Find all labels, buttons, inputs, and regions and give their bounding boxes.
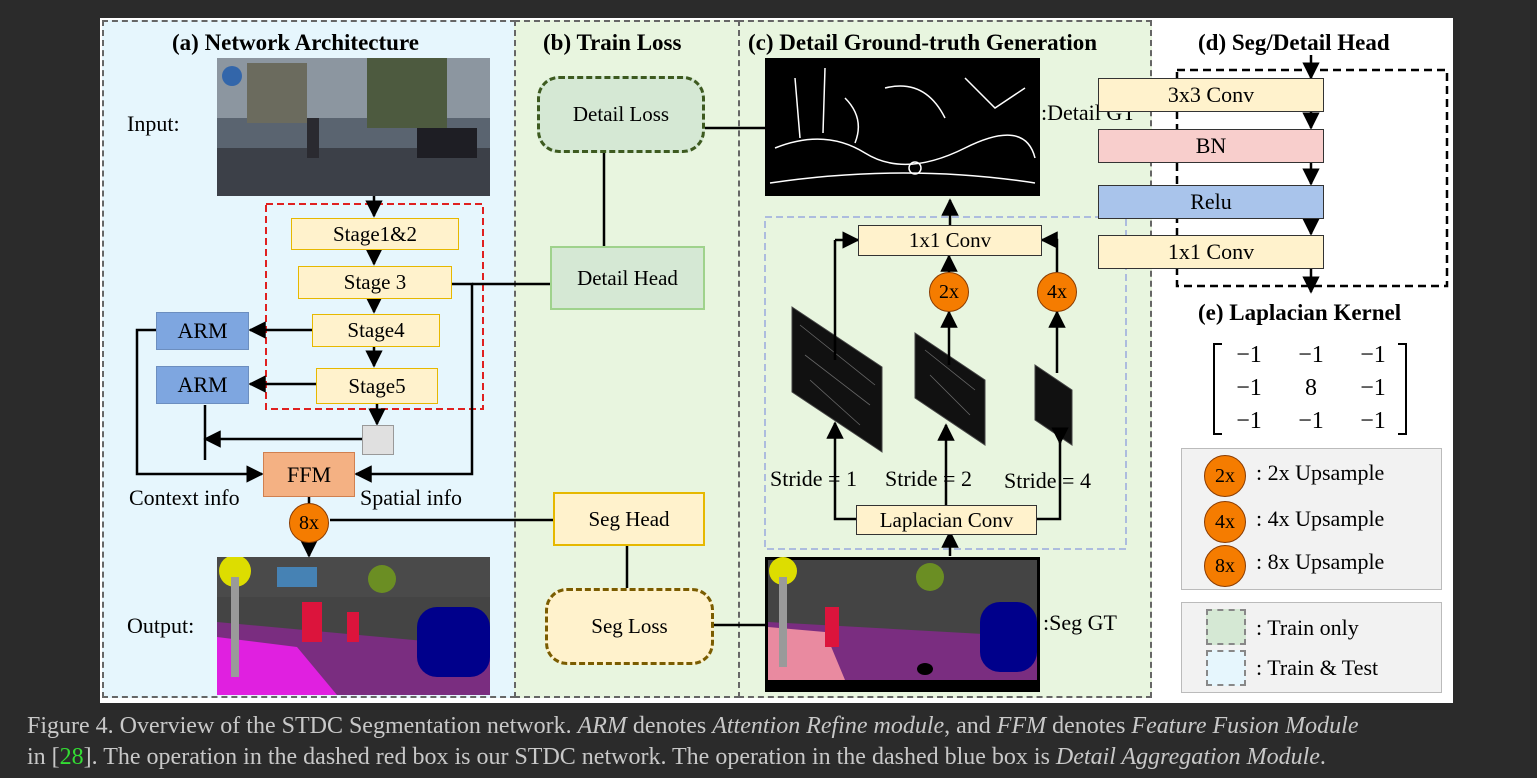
citation-link[interactable]: 28	[59, 744, 84, 770]
laplacian-conv-box: Laplacian Conv	[856, 505, 1037, 535]
output-segmentation-image	[217, 557, 490, 695]
panel-a-title: (a) Network Architecture	[172, 30, 419, 55]
head-relu-box: Relu	[1098, 185, 1324, 219]
head-conv1x1-box: 1x1 Conv	[1098, 235, 1324, 269]
ffm-block: FFM	[263, 452, 355, 497]
laplacian-kernel-matrix: −1 −1 −1 −1 8 −1 −1 −1 −1	[1213, 342, 1409, 434]
legend-2x-text: : 2x Upsample	[1256, 460, 1385, 485]
kernel-cell: −1	[1236, 375, 1262, 401]
caption-ffm: FFM	[996, 713, 1047, 739]
stride2-label: Stride = 2	[885, 466, 972, 491]
caption-text: Figure 4. Overview of the STDC Segmentat…	[27, 713, 578, 739]
seg-gt-label: :Seg GT	[1043, 610, 1117, 635]
caption-text: , and	[944, 713, 997, 739]
input-label: Input:	[127, 111, 180, 136]
kernel-cell: −1	[1360, 375, 1386, 401]
stage3-block: Stage 3	[298, 266, 452, 299]
legend-8x-text: : 8x Upsample	[1256, 549, 1385, 574]
output-label: Output:	[127, 613, 195, 638]
detail-gt-image	[765, 58, 1040, 196]
head-conv3x3-box: 3x3 Conv	[1098, 78, 1324, 112]
legend-2x-icon: 2x	[1204, 455, 1246, 497]
caption-arm: ARM	[577, 713, 627, 739]
spatial-info-label: Spatial info	[360, 485, 463, 510]
stride4-label: Stride = 4	[1004, 468, 1091, 493]
seg-head-box: Seg Head	[553, 492, 705, 546]
kernel-cell: −1	[1236, 408, 1262, 434]
stage5-block: Stage5	[316, 368, 438, 404]
global-pool-block	[362, 425, 394, 455]
legend-4x-text: : 4x Upsample	[1256, 506, 1385, 531]
context-info-label: Context info	[129, 485, 240, 510]
conv1x1-fuse-box: 1x1 Conv	[858, 225, 1042, 256]
legend-train-only-text: : Train only	[1256, 615, 1359, 640]
kernel-cell: −1	[1236, 342, 1262, 368]
figure-caption: Figure 4. Overview of the STDC Segmentat…	[27, 711, 1532, 773]
upsample-8x-node: 8x	[289, 503, 329, 543]
legend-train-only-swatch	[1206, 609, 1246, 645]
kernel-cell: −1	[1360, 342, 1386, 368]
legend-train-test-text: : Train & Test	[1256, 655, 1379, 680]
head-bn-box: BN	[1098, 129, 1324, 163]
kernel-cell: −1	[1360, 408, 1386, 434]
seg-gt-image	[765, 557, 1040, 692]
caption-text: in [	[27, 744, 60, 770]
laplacian-feature-maps	[791, 306, 1073, 453]
legend-8x-icon: 8x	[1204, 545, 1246, 587]
stage12-block: Stage1&2	[291, 218, 459, 250]
panel-b-title: (b) Train Loss	[543, 30, 682, 55]
upsample-2x-node: 2x	[929, 272, 969, 312]
arm-block-1: ARM	[156, 312, 249, 350]
detail-head-box: Detail Head	[550, 246, 705, 310]
caption-ffm-full: Feature Fusion Module	[1131, 713, 1359, 739]
caption-text: .	[1319, 744, 1326, 770]
panel-e-title: (e) Laplacian Kernel	[1198, 300, 1402, 325]
kernel-cell: −1	[1298, 342, 1324, 368]
detail-loss-box: Detail Loss	[537, 76, 705, 153]
caption-text: denotes	[626, 713, 713, 739]
upsample-4x-node: 4x	[1037, 272, 1077, 312]
panel-c-title: (c) Detail Ground-truth Generation	[748, 30, 1098, 55]
stage4-block: Stage4	[312, 314, 440, 347]
caption-text: denotes	[1046, 713, 1132, 739]
seg-loss-box: Seg Loss	[545, 588, 714, 665]
stride1-label: Stride = 1	[770, 466, 857, 491]
legend-4x-icon: 4x	[1204, 501, 1246, 543]
input-street-image	[217, 58, 490, 196]
panel-d-title: (d) Seg/Detail Head	[1198, 30, 1390, 55]
caption-arm-full: Attention Refine module	[712, 713, 945, 739]
legend-train-test-swatch	[1206, 650, 1246, 686]
arm-block-2: ARM	[156, 366, 249, 404]
kernel-cell: 8	[1305, 375, 1317, 401]
caption-text: ]. The operation in the dashed red box i…	[83, 744, 1056, 770]
kernel-cell: −1	[1298, 408, 1324, 434]
caption-dam: Detail Aggregation Module	[1055, 744, 1320, 770]
